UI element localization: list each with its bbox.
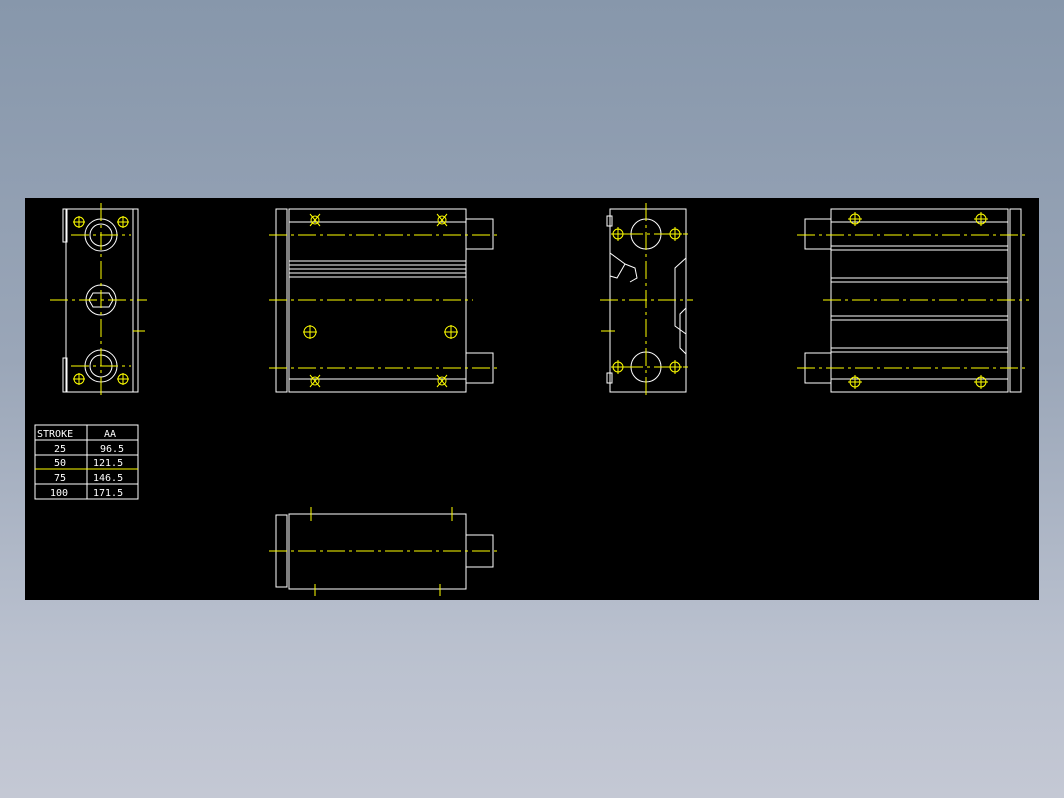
table-cell-stroke: 100 bbox=[50, 488, 68, 499]
table-cell-aa: 146.5 bbox=[93, 473, 123, 484]
table-cell-stroke: 25 bbox=[54, 444, 66, 455]
cad-drawing-viewport[interactable]: STROKE AA 25 96.5 50 121.5 75 146.5 100 … bbox=[25, 198, 1039, 600]
table-header-stroke: STROKE bbox=[37, 429, 73, 440]
end-view-left bbox=[50, 203, 147, 398]
rear-view bbox=[797, 208, 1029, 393]
table-header-aa: AA bbox=[104, 429, 116, 440]
end-view-right bbox=[600, 203, 693, 398]
table-cell-stroke: 75 bbox=[54, 473, 66, 484]
stroke-table: STROKE AA 25 96.5 50 121.5 75 146.5 100 … bbox=[34, 424, 139, 500]
front-view bbox=[269, 208, 500, 393]
bottom-view bbox=[269, 507, 500, 596]
table-cell-stroke: 50 bbox=[54, 458, 66, 469]
table-cell-aa: 171.5 bbox=[93, 488, 123, 499]
table-cell-aa: 121.5 bbox=[93, 458, 123, 469]
cad-drawing-canvas: STROKE AA 25 96.5 50 121.5 75 146.5 100 … bbox=[34, 203, 1029, 596]
table-cell-aa: 96.5 bbox=[100, 444, 124, 455]
